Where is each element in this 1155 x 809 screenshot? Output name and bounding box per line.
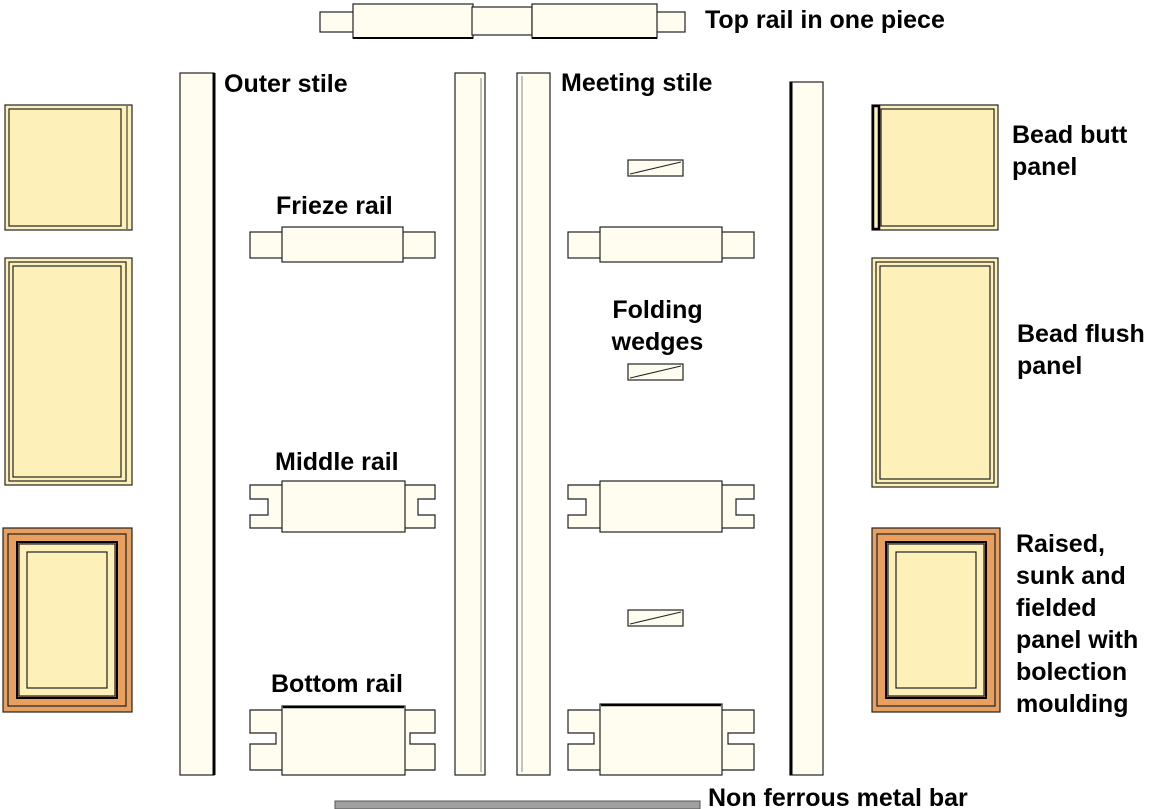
label-line: sunk and (1016, 562, 1126, 590)
label-top-rail: Top rail in one piece (705, 6, 945, 34)
bead-butt-panel-left (4, 104, 133, 231)
label-bead-butt-panel: Bead butt panel (1012, 119, 1127, 183)
label-line: fielded (1016, 594, 1097, 622)
bead-flush-panel-right (871, 257, 999, 488)
label-bead-flush-panel: Bead flush panel (1017, 318, 1145, 382)
outer-stile (179, 72, 216, 776)
metal-bar (334, 800, 701, 809)
meeting-stile (516, 72, 551, 776)
label-line: Bead butt (1012, 121, 1128, 149)
middle-rail-right (567, 480, 755, 533)
label-raised-panel: Raised, sunk and fielded panel with bole… (1016, 528, 1138, 720)
label-line: moulding (1016, 690, 1129, 718)
bottom-rail-right (567, 703, 755, 776)
label-line: panel (1012, 153, 1078, 181)
label-frieze-rail: Frieze rail (276, 192, 393, 220)
label-line: wedges (611, 328, 704, 356)
folding-wedge (627, 363, 684, 381)
folding-wedge (627, 159, 684, 177)
label-line: panel with (1016, 626, 1139, 654)
label-meeting-stile: Meeting stile (561, 69, 713, 97)
bottom-rail-left (249, 705, 436, 776)
frieze-rail-right (567, 226, 755, 263)
frieze-rail-left (249, 226, 436, 263)
folding-wedge (627, 609, 684, 627)
bead-flush-panel-left (4, 257, 133, 486)
label-line: panel (1017, 352, 1083, 380)
label-line: Raised, (1016, 530, 1105, 558)
second-outer-stile (789, 81, 824, 776)
label-middle-rail: Middle rail (275, 448, 399, 476)
label-line: Folding (612, 296, 703, 324)
middle-rail-left (249, 480, 436, 533)
hanging-stile (454, 72, 486, 776)
label-line: Bead flush (1017, 320, 1145, 348)
label-outer-stile: Outer stile (224, 70, 348, 98)
label-bottom-rail: Bottom rail (271, 670, 403, 698)
label-line: bolection (1016, 658, 1128, 686)
raised-panel-left (2, 527, 133, 713)
label-folding-wedges: Folding wedges (590, 294, 725, 358)
label-metal-bar: Non ferrous metal bar (708, 784, 968, 809)
raised-panel-right (871, 527, 1001, 713)
bead-butt-panel-right (871, 104, 999, 231)
top-rail (319, 3, 686, 39)
